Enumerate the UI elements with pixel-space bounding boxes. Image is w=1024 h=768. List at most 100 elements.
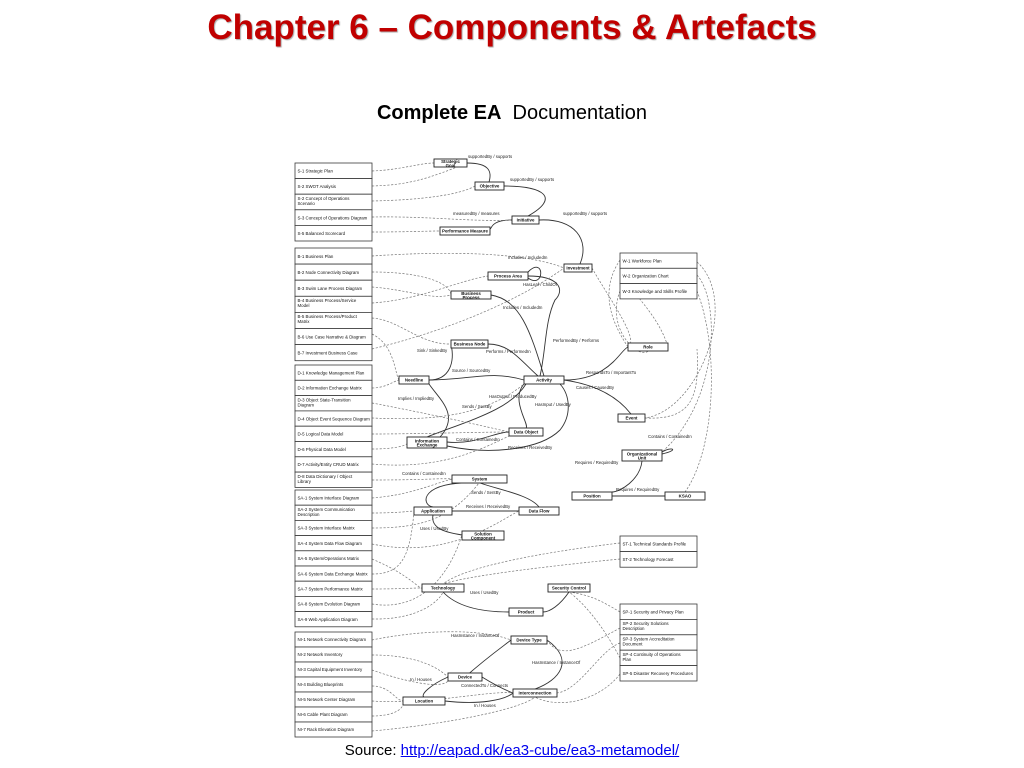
entity-event <box>617 413 646 423</box>
entity-label: Investment <box>566 266 590 271</box>
artefact-label: NI-1 Network Connectivity Diagram <box>298 637 367 642</box>
dashed-link <box>371 275 489 304</box>
dashed-link <box>371 700 404 717</box>
relationship-line <box>518 383 527 429</box>
dashed-link <box>371 267 565 350</box>
dashed-link <box>371 482 480 529</box>
dashed-link <box>371 441 408 450</box>
entity-label: Organizational <box>627 451 658 456</box>
dashed-link <box>568 591 621 613</box>
dashed-link <box>371 558 423 589</box>
artefact-label: S-2 Concept of Operations <box>298 196 351 201</box>
artefact-label: ST-2 Technology Forecast <box>623 557 675 562</box>
artefact-label: SP-1 Security and Privacy Plan <box>623 609 685 614</box>
relationship-label: measuredBy / measures <box>453 211 500 216</box>
entity-organizational-unit <box>621 449 663 462</box>
artefact-box-b-7 <box>294 344 373 362</box>
dashed-link <box>371 692 514 702</box>
dashed-link <box>371 685 404 702</box>
subtitle-bold: Complete EA <box>376 102 502 124</box>
artefact-label: SP-2 Security Solutions <box>623 621 670 626</box>
relationship-line <box>428 375 525 381</box>
entity-security-control <box>547 583 591 593</box>
relationship-line <box>661 448 673 455</box>
artefact-label: W-1 Workforce Plan <box>623 258 663 263</box>
dashed-link <box>684 290 712 493</box>
artefact-label: NI-6 Cable Plant Diagram <box>298 712 348 717</box>
entity-label: Interconnection <box>519 691 552 696</box>
entity-label: Event <box>626 416 638 421</box>
artefact-label: ST-1 Technical Standards Profile <box>623 542 687 547</box>
artefact-label: Model <box>298 303 310 308</box>
relationship-line <box>426 383 527 438</box>
entity-needline <box>398 375 430 385</box>
artefact-label: SA-5 System/Operations Matrix <box>298 556 360 561</box>
entity-performance-measure <box>439 226 491 236</box>
relationship-label: Uses / UsedBy <box>420 526 449 531</box>
artefact-label: SA-8 System Evolution Diagram <box>298 602 361 607</box>
relationship-line <box>446 383 569 451</box>
entity-label: Data Object <box>514 430 539 435</box>
relationship-label: Performs / PerformedIn <box>486 349 531 354</box>
entity-label: Technology <box>431 586 456 591</box>
entity-investment <box>563 263 593 273</box>
relationship-label: HasInstance / InstanceOf <box>451 633 500 638</box>
relationship-line <box>534 639 563 690</box>
entity-label: Unit <box>638 456 647 461</box>
relationship-label: supportedBy / supports <box>563 211 607 216</box>
dashed-link <box>644 348 698 419</box>
relationship-label: RespondsTo / ImportantTo <box>586 370 637 375</box>
entity-business-node <box>450 339 489 349</box>
relationship-label: Sends / SentBy <box>462 404 492 409</box>
dashed-link <box>371 379 400 389</box>
source-link[interactable]: http://eapad.dk/ea3-cube/ea3-metamodel/ <box>400 742 680 759</box>
entity-label: Information <box>415 438 439 443</box>
relationship-label: supportedBy / supports <box>510 177 554 182</box>
relationship-line <box>527 266 542 281</box>
entity-label: Needline <box>405 378 424 383</box>
entity-label: Process <box>462 295 480 300</box>
dashed-link <box>371 435 510 466</box>
entity-objective <box>474 181 505 191</box>
entity-label: Application <box>421 509 445 514</box>
entity-label: Solution <box>474 531 492 536</box>
entity-data-object <box>508 427 544 437</box>
artefact-label: B-5 Business Process/Product <box>298 314 358 319</box>
artefact-label: Description <box>298 512 321 517</box>
dashed-link <box>371 317 452 345</box>
entity-device-type <box>510 635 548 645</box>
relationship-line <box>479 482 540 508</box>
entity-data-flow <box>518 506 560 516</box>
relationship-line <box>428 343 453 381</box>
relationship-label: Source / SourcedBy <box>452 368 491 373</box>
dashed-link <box>371 534 463 606</box>
entity-label: Role <box>643 345 653 350</box>
dashed-link <box>371 286 452 297</box>
artefact-label: S-3 Concept of Operations Diagram <box>298 215 368 220</box>
artefact-label: S-1 Strategic Plan <box>298 169 334 174</box>
relationship-label: HasInput / UsedBy <box>535 402 572 407</box>
artefact-label: D-4 Object Event Sequence Diagram <box>298 416 371 421</box>
artefact-label: B-1 Business Plan <box>298 254 334 259</box>
artefact-label: D-1 Knowledge Management Plan <box>298 370 365 375</box>
relationship-line <box>444 692 514 703</box>
artefact-label: B-3 Swim Lane Process Diagram <box>298 286 363 291</box>
artefact-label: B-4 Business Process/Service <box>298 298 357 303</box>
relationship-label: supportedBy / supports <box>468 154 512 159</box>
relationship-label: ConnectedTo / Connects <box>461 683 508 688</box>
artefact-label: NI-5 Network Center Diagram <box>298 697 356 702</box>
artefact-box-st-2 <box>619 551 698 568</box>
entity-label: Objective <box>480 184 500 189</box>
entity-label: Device Type <box>516 638 542 643</box>
entity-label: Activity <box>536 378 552 383</box>
artefact-label: S-5 Balanced Scorecard <box>298 231 346 236</box>
relationship-label: Sink / SinkedBy <box>417 348 448 353</box>
entity-label: Process Area <box>494 274 522 279</box>
entity-label: System <box>472 477 488 482</box>
entity-information-exchange <box>406 436 448 449</box>
dashed-link <box>371 510 415 575</box>
source-line: Source: http://eapad.dk/ea3-cube/ea3-met… <box>0 742 1024 759</box>
dashed-link <box>371 631 512 641</box>
relationship-label: Includes / IncludedIn <box>508 255 548 260</box>
